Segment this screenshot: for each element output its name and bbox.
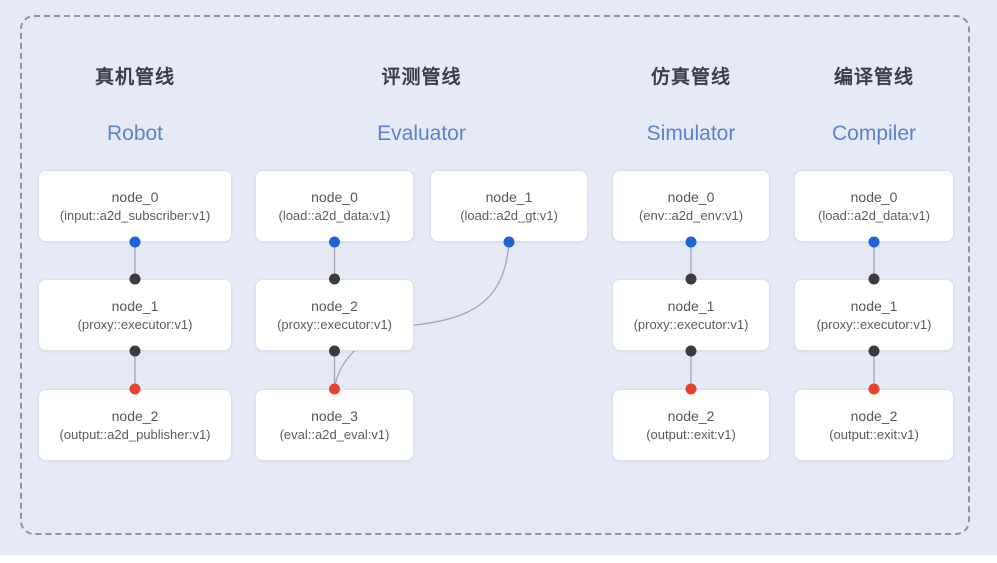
node-name: node_2 [311, 298, 358, 314]
compiler-node-1: node_1 (proxy::executor:v1) [794, 279, 954, 351]
node-type: (proxy::executor:v1) [277, 317, 392, 332]
robot-node-1: node_1 (proxy::executor:v1) [38, 279, 232, 351]
pipeline-title-cn-label: 编译管线 [833, 67, 914, 88]
pipeline-title-en-label: Evaluator [377, 122, 466, 145]
pipeline-title-en-label: Simulator [646, 122, 736, 145]
evaluator-node-1: node_1 (load::a2d_gt:v1) [430, 170, 588, 242]
evaluator-node-0: node_0 (load::a2d_data:v1) [255, 170, 414, 242]
node-type: (load::a2d_data:v1) [817, 208, 931, 223]
node-type: (env::a2d_env:v1) [638, 208, 744, 223]
node-name: node_2 [667, 408, 715, 424]
pipeline-title-cn-simulator: 仿真管线 [612, 62, 770, 89]
node-type: (output::a2d_publisher:v1) [59, 427, 211, 442]
evaluator-node-3: node_3 (eval::a2d_eval:v1) [255, 389, 414, 461]
node-name: node_1 [111, 298, 159, 314]
node-name: node_0 [111, 189, 159, 205]
dashed-border-frame [20, 15, 970, 535]
node-type: (eval::a2d_eval:v1) [279, 427, 390, 442]
simulator-node-0: node_0 (env::a2d_env:v1) [612, 170, 770, 242]
pipeline-title-cn-compiler: 编译管线 [794, 62, 954, 89]
pipeline-title-cn-label: 评测管线 [381, 67, 462, 88]
pipeline-title-en-label: Robot [106, 122, 164, 145]
pipeline-title-cn-robot: 真机管线 [38, 62, 232, 89]
pipeline-title-en-label: Compiler [831, 122, 917, 145]
robot-node-0: node_0 (input::a2d_subscriber:v1) [38, 170, 232, 242]
node-name: node_0 [311, 189, 358, 205]
pipeline-title-en-evaluator: Evaluator [255, 122, 588, 146]
compiler-node-0: node_0 (load::a2d_data:v1) [794, 170, 954, 242]
pipeline-title-en-simulator: Simulator [612, 122, 770, 146]
node-name: node_1 [485, 189, 533, 205]
node-type: (proxy::executor:v1) [633, 317, 749, 332]
robot-node-2: node_2 (output::a2d_publisher:v1) [38, 389, 232, 461]
node-name: node_3 [311, 408, 358, 424]
node-type: (load::a2d_gt:v1) [460, 208, 558, 223]
node-type: (output::exit:v1) [646, 427, 736, 442]
pipeline-title-cn-label: 仿真管线 [650, 67, 731, 88]
node-type: (input::a2d_subscriber:v1) [59, 208, 211, 223]
evaluator-node-2: node_2 (proxy::executor:v1) [255, 279, 414, 351]
node-type: (proxy::executor:v1) [77, 317, 193, 332]
simulator-node-2: node_2 (output::exit:v1) [612, 389, 770, 461]
node-type: (proxy::executor:v1) [816, 317, 932, 332]
pipeline-title-cn-evaluator: 评测管线 [255, 62, 588, 89]
node-name: node_0 [667, 189, 715, 205]
pipeline-title-cn-label: 真机管线 [94, 67, 175, 88]
node-name: node_2 [111, 408, 159, 424]
simulator-node-1: node_1 (proxy::executor:v1) [612, 279, 770, 351]
node-type: (load::a2d_data:v1) [278, 208, 391, 223]
node-name: node_0 [850, 189, 898, 205]
bottom-white-strip [0, 555, 997, 563]
node-type: (output::exit:v1) [829, 427, 919, 442]
node-name: node_2 [850, 408, 898, 424]
node-name: node_1 [850, 298, 898, 314]
pipeline-title-en-compiler: Compiler [794, 122, 954, 146]
compiler-node-2: node_2 (output::exit:v1) [794, 389, 954, 461]
node-name: node_1 [667, 298, 715, 314]
pipeline-title-en-robot: Robot [38, 122, 232, 146]
